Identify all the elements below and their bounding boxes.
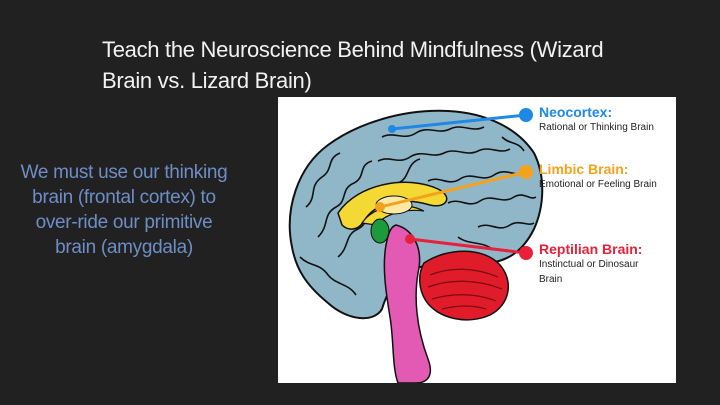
brain-diagram-illustration xyxy=(288,108,544,383)
cerebellum-folds xyxy=(427,268,503,310)
limbic-label: Limbic Brain: Emotional or Feeling Brain xyxy=(539,161,657,192)
limbic-pointer xyxy=(379,170,527,209)
slide-body-text: We must use our thinking brain (frontal … xyxy=(6,160,242,260)
neocortex-label-subtitle-line: Rational or Thinking Brain xyxy=(539,122,654,133)
neocortex-pointer xyxy=(391,113,527,131)
slide-title-line-1: Teach the Neuroscience Behind Mindfulnes… xyxy=(102,37,604,62)
body-line-1: We must use our thinking xyxy=(20,162,228,183)
limbic-pointer-dot xyxy=(519,165,533,179)
slide-title-line-2: Brain vs. Lizard Brain) xyxy=(102,68,312,93)
limbic-pointer-start xyxy=(375,202,385,212)
slide-title: Teach the Neuroscience Behind Mindfulnes… xyxy=(102,34,662,96)
reptilian-label: Reptilian Brain: Instinctual or Dinosaur… xyxy=(539,241,642,287)
brainstem-shape xyxy=(383,224,432,383)
neocortex-label: Neocortex: Rational or Thinking Brain xyxy=(539,104,654,135)
reptilian-pointer xyxy=(409,237,527,255)
amygdala-shape xyxy=(370,218,390,244)
reptilian-pointer-dot xyxy=(519,246,533,260)
neocortex-label-subtitle: Rational or Thinking Brain xyxy=(539,120,654,135)
cerebellum-shape xyxy=(419,250,509,321)
limbic-label-subtitle: Emotional or Feeling Brain xyxy=(539,177,657,192)
neocortex-pointer-start xyxy=(388,125,396,133)
brain-diagram-panel: Neocortex: Rational or Thinking Brain Li… xyxy=(278,97,676,383)
body-line-2: brain (frontal cortex) to xyxy=(32,187,216,208)
body-line-4: brain (amygdala) xyxy=(55,237,193,258)
limbic-label-title: Limbic Brain: xyxy=(539,161,629,177)
limbic-label-subtitle-line: Emotional or Feeling Brain xyxy=(539,179,657,190)
neocortex-pointer-dot xyxy=(519,108,533,122)
reptilian-label-title: Reptilian Brain: xyxy=(539,241,643,257)
reptilian-label-subtitle: Instinctual or Dinosaur Brain xyxy=(539,257,642,287)
reptilian-pointer-start xyxy=(405,234,415,244)
limbic-shape xyxy=(337,181,448,230)
neocortex-label-title: Neocortex: xyxy=(539,104,613,120)
cortex-shape xyxy=(288,109,544,320)
reptilian-label-subtitle-line-2: Brain xyxy=(539,274,563,285)
body-line-3: over-ride our primitive xyxy=(35,212,213,233)
reptilian-label-subtitle-line-1: Instinctual or Dinosaur xyxy=(539,259,639,270)
